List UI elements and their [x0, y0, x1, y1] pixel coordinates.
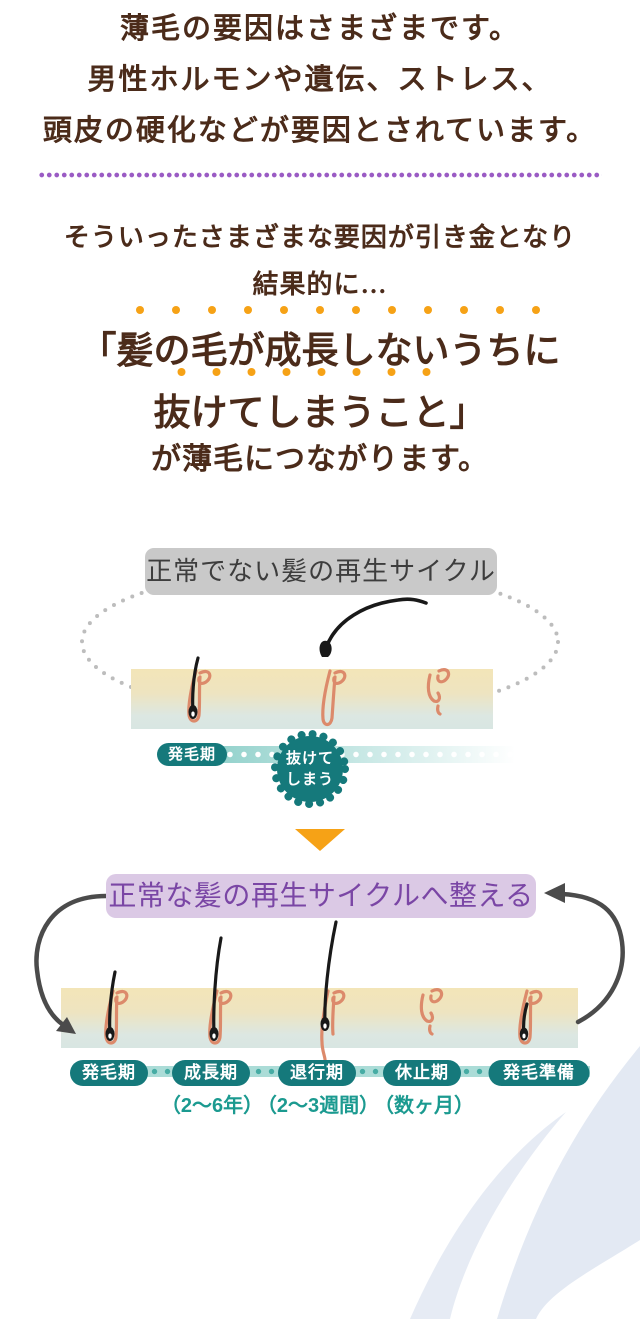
emphasis-dots-row-1 [136, 306, 540, 314]
emphasis-dot [136, 306, 144, 314]
lead-line-2: 結果的に… [252, 270, 388, 299]
emphasis-dot [172, 306, 180, 314]
emphasis-dot [387, 368, 396, 376]
skin-band-normal [61, 988, 578, 1048]
quote-line-2: 抜けてしまうこと」 [153, 393, 487, 434]
emphasis-dot [316, 306, 324, 314]
hair-loss-burst-badge [271, 730, 349, 808]
stage-pill-4: 発毛準備期 [488, 1060, 590, 1108]
stage-pill-1: 成長期 [172, 1060, 250, 1086]
emphasis-dot [352, 368, 361, 376]
skin-band-abnormal [131, 669, 493, 729]
emphasis-dot [280, 306, 288, 314]
burst-label: 抜けて しまう [272, 748, 348, 790]
lead-paragraph: そういったさまざまな要因が引き金となり 結果的に… [0, 214, 640, 308]
lead-line-1: そういったさまざまな要因が引き金となり [63, 223, 577, 252]
normal-cycle-title-badge: 正常な髪の再生サイクルへ整える [106, 874, 536, 918]
emphasis-dot [177, 368, 186, 376]
emphasis-dot [212, 368, 221, 376]
stage-pill-hatsumouki: 発毛期 [157, 743, 228, 766]
quote-line-1: 「髪の毛が成長しないうちに [79, 331, 561, 372]
burst-line-1: 抜けて [285, 750, 334, 767]
emphasis-dot [424, 306, 432, 314]
quote-suffix: が薄毛につながります。 [151, 443, 489, 476]
emphasis-dot [282, 368, 291, 376]
burst-line-2: しまう [285, 771, 334, 788]
stage-duration-2: （2〜3週間） [256, 1095, 380, 1117]
emphasis-dot [352, 306, 360, 314]
emphasis-dot [422, 368, 431, 376]
emphasis-dot [388, 306, 396, 314]
intro-line-3: 頭皮の硬化などが要因とされています。 [42, 115, 598, 147]
dotted-fade-track [205, 746, 515, 763]
right-loop-arrowhead-icon [544, 883, 565, 903]
emphasis-dot [317, 368, 326, 376]
background-wave-decoration [410, 1046, 640, 1319]
emphasis-dot [208, 306, 216, 314]
emphasis-dot [532, 306, 540, 314]
intro-line-2: 男性ホルモンや遺伝、ストレス、 [87, 64, 553, 96]
emphasis-dot [496, 306, 504, 314]
stage-duration-3: （数ヶ月） [374, 1095, 474, 1117]
abnormal-cycle-title-badge: 正常でない髪の再生サイクル [145, 548, 497, 595]
stage-pill-2: 退行期 [278, 1060, 356, 1086]
dotted-divider [38, 172, 602, 178]
stage-pill-0: 発毛期 [70, 1060, 148, 1086]
down-arrow-icon [295, 829, 345, 851]
stage-duration-1: （2〜6年） [160, 1095, 264, 1117]
emphasis-dot [247, 368, 256, 376]
intro-paragraph: 薄毛の要因はさまざまです。 男性ホルモンや遺伝、ストレス、 頭皮の硬化などが要因… [0, 4, 640, 157]
stage-pill-3: 休止期 [383, 1060, 461, 1086]
emphasis-dots-row-2 [177, 368, 431, 376]
intro-line-1: 薄毛の要因はさまざまです。 [119, 13, 521, 45]
emphasis-dot [244, 306, 252, 314]
emphasis-dot [460, 306, 468, 314]
